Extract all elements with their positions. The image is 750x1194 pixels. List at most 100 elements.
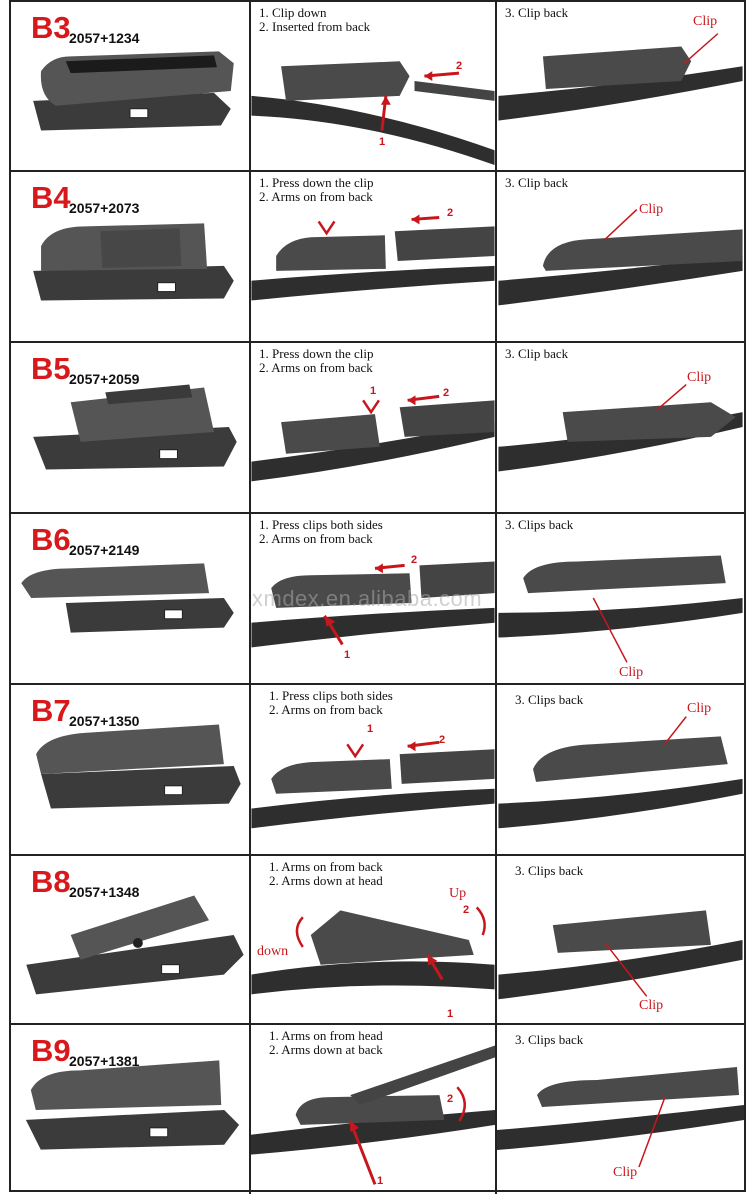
step-number-2: 2 <box>447 207 454 219</box>
step-2: 2. Arms on from back <box>269 702 383 717</box>
final-step: 3. Clip back <box>505 5 569 20</box>
step-number-2: 2 <box>463 904 470 916</box>
result-illustration <box>498 555 743 663</box>
step-list: 1. Press clips both sides 2. Arms on fro… <box>269 689 393 717</box>
clip-label: Clip <box>639 202 664 217</box>
adapter-illustration <box>36 724 241 809</box>
step-2: 2. Arms on from back <box>259 189 373 204</box>
result-illustration <box>498 33 743 121</box>
part-number: 2057+1234 <box>69 30 140 46</box>
result-cell: 3. Clips back Clip <box>497 1025 744 1194</box>
step-2: 2. Arms on from back <box>259 360 373 375</box>
result-illustration <box>498 383 743 472</box>
step-number-1: 1 <box>344 649 351 661</box>
adapter-illustration <box>33 384 237 470</box>
step-1: 1. Press clips both sides <box>259 517 383 532</box>
step-list: 1. Press clips both sides 2. Arms on fro… <box>259 518 383 546</box>
step-number-2: 2 <box>439 734 446 746</box>
adapter-code: B8 <box>31 864 71 899</box>
part-number: 2057+1348 <box>69 884 140 900</box>
step-1: 1. Arms on from head <box>269 1028 383 1043</box>
row-b5: B5 2057+2059 1. Press down the clip 2. A… <box>11 343 744 514</box>
adapter-photo-cell: B9 2057+1381 <box>11 1025 251 1194</box>
step-illustration <box>251 214 495 301</box>
result-illustration <box>498 209 743 306</box>
watermark: xmdex.en.alibaba.com <box>252 586 483 611</box>
step-list: 1. Press down the clip 2. Arms on from b… <box>259 176 373 204</box>
step-number-1: 1 <box>379 136 386 148</box>
step-list: 1. Clip down 2. Inserted from back <box>259 6 370 34</box>
final-step: 3. Clip back <box>505 346 569 361</box>
row-b8: B8 2057+1348 1. Arms on from back 2. Arm… <box>11 856 744 1025</box>
clip-label: Clip <box>613 1165 638 1180</box>
arrow-down-label: down <box>257 944 289 959</box>
adapter-photo-cell: B7 2057+1350 <box>11 685 251 854</box>
step-1: 1. Arms on from back <box>269 859 383 874</box>
clip-label: Clip <box>687 370 712 385</box>
adapter-illustration <box>25 1060 240 1150</box>
final-step: 3. Clip back <box>505 175 569 190</box>
result-cell: 3. Clips back Clip <box>497 514 744 683</box>
clip-label: Clip <box>619 665 644 680</box>
adapter-illustration <box>33 223 234 301</box>
step-list: 1. Press down the clip 2. Arms on from b… <box>259 347 373 375</box>
install-step-cell: 1. Press down the clip 2. Arms on from b… <box>251 343 497 512</box>
step-number-1: 1 <box>447 1008 454 1020</box>
result-cell: 3. Clip back Clip <box>497 343 744 512</box>
row-b7: B7 2057+1350 1. Press clips both sides 2… <box>11 685 744 856</box>
arrow-up-label: Up <box>449 886 467 901</box>
adapter-code: B3 <box>31 10 71 45</box>
step-2: 2. Arms down at head <box>269 873 383 888</box>
adapter-photo-cell: B3 2057+1234 <box>11 2 251 170</box>
result-illustration <box>498 716 743 829</box>
final-step: 3. Clips back <box>505 517 574 532</box>
adapter-photo-cell: B8 2057+1348 <box>11 856 251 1023</box>
result-cell: 3. Clips back Clip <box>497 856 744 1023</box>
part-number: 2057+2073 <box>69 200 140 216</box>
result-cell: 3. Clip back Clip <box>497 172 744 341</box>
install-step-cell: 1. Clip down 2. Inserted from back 2 1 <box>251 2 497 170</box>
adapter-code: B5 <box>31 351 71 386</box>
step-number-1: 1 <box>370 385 377 397</box>
step-2: 2. Inserted from back <box>259 19 371 34</box>
part-number: 2057+2059 <box>69 371 140 387</box>
step-illustration <box>251 61 495 166</box>
row-b6: B6 2057+2149 1. Press clips both sides 2… <box>11 514 744 685</box>
step-number-1: 1 <box>367 723 374 735</box>
step-number-2: 2 <box>411 554 418 566</box>
adapter-photo-cell: B4 2057+2073 <box>11 172 251 341</box>
adapter-illustration <box>33 51 234 131</box>
final-step: 3. Clips back <box>515 863 584 878</box>
final-step: 3. Clips back <box>515 692 584 707</box>
adapter-illustration <box>26 895 244 995</box>
row-b4: B4 2057+2073 1. Press down the clip 2. A… <box>11 172 744 343</box>
adapter-table: B3 2057+1234 1. Clip down 2. Inserted fr… <box>9 0 746 1194</box>
part-number: 2057+1350 <box>69 713 140 729</box>
step-number-1: 1 <box>377 1175 384 1187</box>
install-step-cell: 1. Arms on from back 2. Arms down at hea… <box>251 856 497 1023</box>
step-1: 1. Press down the clip <box>259 346 374 361</box>
clip-label: Clip <box>687 701 712 716</box>
step-illustration <box>251 740 495 829</box>
step-number-2: 2 <box>456 60 463 72</box>
clip-label: Clip <box>693 14 718 29</box>
step-illustration <box>251 1045 495 1185</box>
step-2: 2. Arms down at back <box>269 1042 383 1057</box>
result-cell: 3. Clips back Clip <box>497 685 744 854</box>
step-illustration <box>251 561 495 648</box>
adapter-photo-cell: B6 2057+2149 <box>11 514 251 683</box>
step-1: 1. Clip down <box>259 5 327 20</box>
install-step-cell: 1. Press down the clip 2. Arms on from b… <box>251 172 497 341</box>
step-2: 2. Arms on from back <box>259 531 373 546</box>
final-step: 3. Clips back <box>515 1032 584 1047</box>
result-illustration <box>498 910 743 1000</box>
row-b3: B3 2057+1234 1. Clip down 2. Inserted fr… <box>11 2 744 172</box>
row-b9: B9 2057+1381 1. Arms on from head 2. Arm… <box>11 1025 744 1194</box>
clip-label: Clip <box>639 998 664 1013</box>
step-number-2: 2 <box>443 387 450 399</box>
install-step-cell: 1. Arms on from head 2. Arms down at bac… <box>251 1025 497 1194</box>
part-number: 2057+2149 <box>69 542 140 558</box>
adapter-photo-cell: B5 2057+2059 <box>11 343 251 512</box>
adapter-code: B9 <box>31 1033 71 1068</box>
step-1: 1. Press down the clip <box>259 175 374 190</box>
